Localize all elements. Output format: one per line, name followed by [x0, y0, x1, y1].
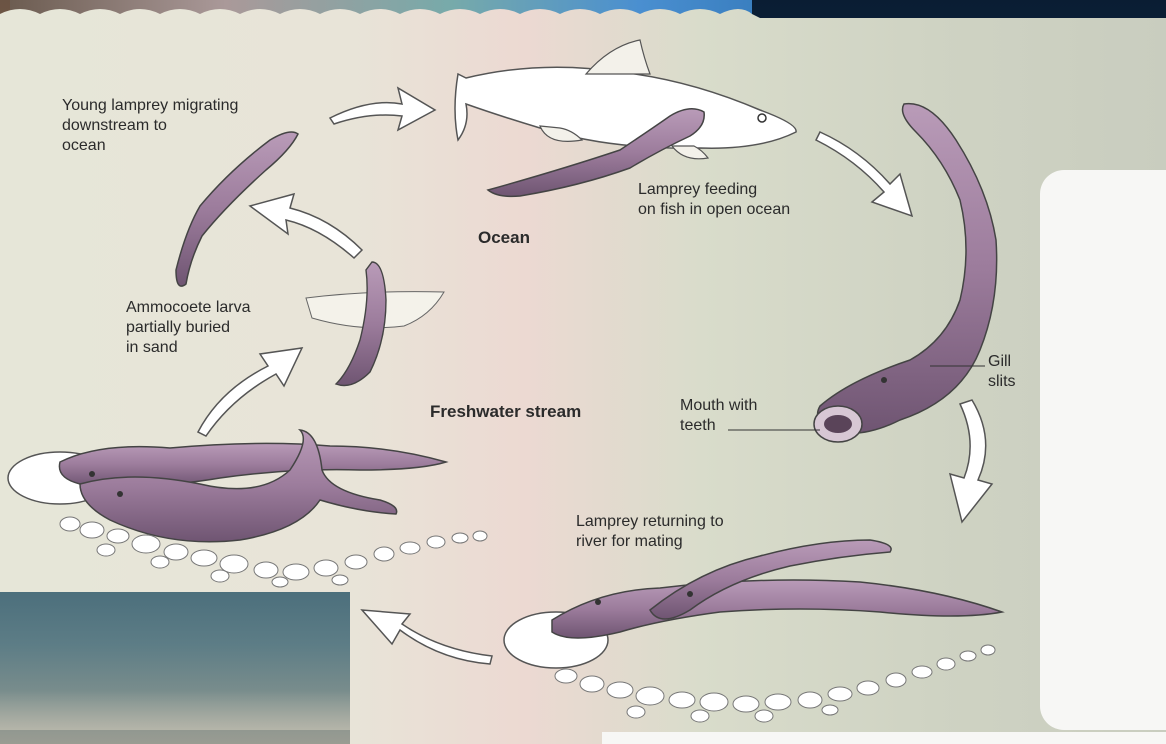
water-photo-inset	[0, 592, 350, 744]
label-gill: Gill slits	[988, 352, 1016, 392]
label-feeding: Lamprey feeding on fish in open ocean	[638, 180, 790, 220]
white-patch-right	[1040, 170, 1166, 730]
label-mouth: Mouth with teeth	[680, 396, 757, 436]
label-returning: Lamprey returning to river for mating	[576, 512, 724, 552]
label-young-lamprey: Young lamprey migrating downstream to oc…	[62, 96, 238, 156]
white-patch-bottom	[602, 732, 1166, 744]
label-freshwater: Freshwater stream	[430, 402, 581, 422]
label-ammocoete: Ammocoete larva partially buried in sand	[126, 298, 251, 358]
label-ocean: Ocean	[478, 228, 530, 248]
